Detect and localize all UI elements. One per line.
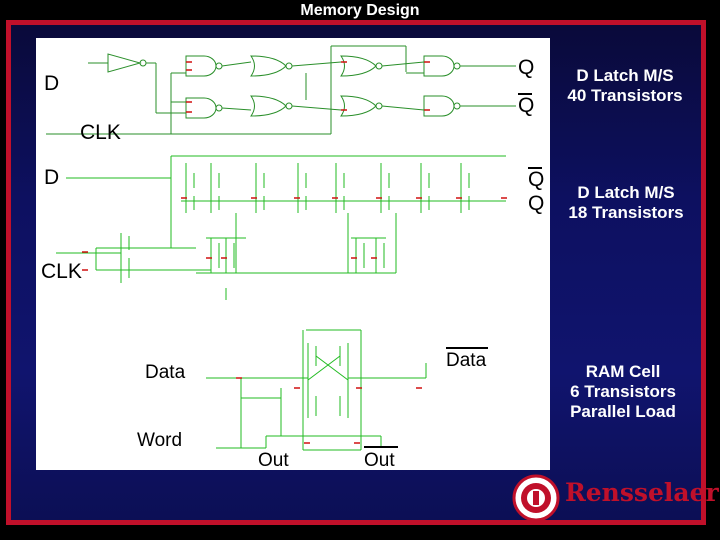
schematic-drawing [46, 45, 516, 451]
circuit1-q-output-label: Q [518, 56, 535, 79]
circuit1-gates [46, 45, 516, 135]
circuit3-caption: RAM Cell 6 Transistors Parallel Load [553, 362, 693, 422]
circuit1-caption: D Latch M/S 40 Transistors [555, 66, 695, 106]
circuit3-data-label: Data [145, 362, 186, 383]
slide-title: Memory Design [300, 2, 420, 19]
circuit3-data-bar-overline [446, 347, 488, 349]
circuit1-clk-label: CLK [80, 121, 121, 144]
circuit2-caption: D Latch M/S 18 Transistors [553, 183, 699, 223]
circuit1-caption-line1: D Latch M/S [576, 66, 674, 85]
circuit3-sram [206, 329, 427, 451]
circuit1-caption-line2: 40 Transistors [567, 86, 683, 105]
circuit2-q-output-label: Q [528, 192, 545, 215]
circuit3-caption-line3: Parallel Load [570, 402, 676, 421]
circuit2-qbar-overline [528, 167, 542, 169]
circuit1-qbar-overline [518, 93, 532, 95]
circuit3-out-label: Out [258, 450, 289, 471]
circuit2-caption-line2: 18 Transistors [568, 203, 684, 222]
circuit3-word-label: Word [137, 430, 183, 451]
circuit3-out-bar-label: Out [364, 450, 395, 471]
circuit2-d-input-label: D [44, 166, 60, 189]
circuit3-out-bar-overline [364, 446, 398, 448]
rensselaer-wordmark: Rensselaer [565, 478, 719, 507]
circuit2-clk-label: CLK [41, 260, 82, 283]
schematic-panel [36, 38, 550, 470]
circuit3-caption-line2: 6 Transistors [570, 382, 676, 401]
circuit3-caption-line1: RAM Cell [585, 362, 661, 381]
circuit3-data-bar-label: Data [446, 350, 487, 371]
rensselaer-seal-logo [512, 474, 560, 522]
circuit1-qbar-output-label: Q [518, 94, 535, 117]
circuit2-qbar-output-label: Q [528, 168, 545, 191]
circuit2-transistors [56, 155, 506, 300]
circuit2-caption-line1: D Latch M/S [577, 183, 675, 202]
circuit1-d-input-label: D [44, 72, 60, 95]
